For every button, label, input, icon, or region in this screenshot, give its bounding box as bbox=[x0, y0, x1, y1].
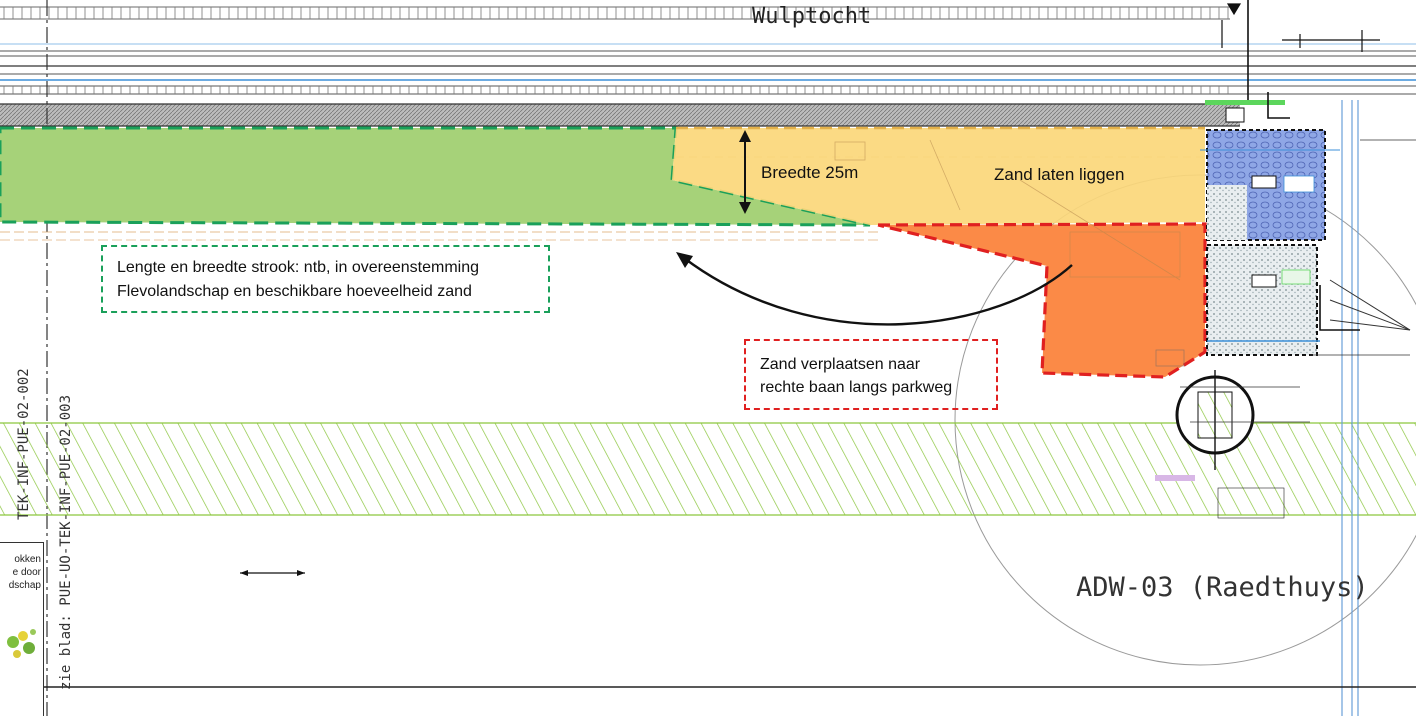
width-label: Breedte 25m bbox=[761, 163, 859, 182]
dimension-marks bbox=[1221, 3, 1380, 52]
plant-icon bbox=[7, 629, 36, 658]
yellow-zone bbox=[672, 128, 1205, 225]
drainage-arrow bbox=[240, 570, 305, 576]
pumping-structure bbox=[1200, 0, 1416, 716]
road-name-label: Wulptocht bbox=[752, 4, 872, 29]
move-note-box bbox=[744, 339, 998, 410]
move-note-line2: rechte baan langs parkweg bbox=[760, 379, 953, 396]
green-zone bbox=[0, 128, 870, 225]
legend-line2: e door bbox=[12, 567, 41, 578]
legend-fragment: okken e door dschap bbox=[0, 542, 44, 716]
hatched-strip bbox=[0, 423, 1416, 515]
move-note-line1: Zand verplaatsen naar bbox=[760, 356, 921, 373]
orange-zone bbox=[878, 224, 1205, 377]
structure-label: ADW-03 (Raedthuys) bbox=[1076, 572, 1369, 603]
strip-note-box bbox=[101, 245, 550, 313]
move-sand-arrow bbox=[676, 252, 1073, 326]
sheet-reference: zie blad: PUE-UO-TEK-INF-PUE-02-003 bbox=[58, 394, 74, 690]
strip-note-line1: Lengte en breedte strook: ntb, in overee… bbox=[117, 259, 479, 276]
width-dimension-arrow bbox=[739, 130, 751, 214]
strip-note-line2: Flevolandschap en beschikbare hoeveelhei… bbox=[117, 283, 472, 300]
legend-line3: dschap bbox=[8, 580, 41, 591]
road-band bbox=[0, 0, 1416, 127]
sand-stays-label: Zand laten liggen bbox=[994, 165, 1125, 184]
legend-line1: okken bbox=[14, 554, 41, 565]
sheet-reference-secondary: TEK-INF-PUE-02-002 bbox=[16, 368, 32, 520]
manhole-circle bbox=[1155, 370, 1310, 519]
